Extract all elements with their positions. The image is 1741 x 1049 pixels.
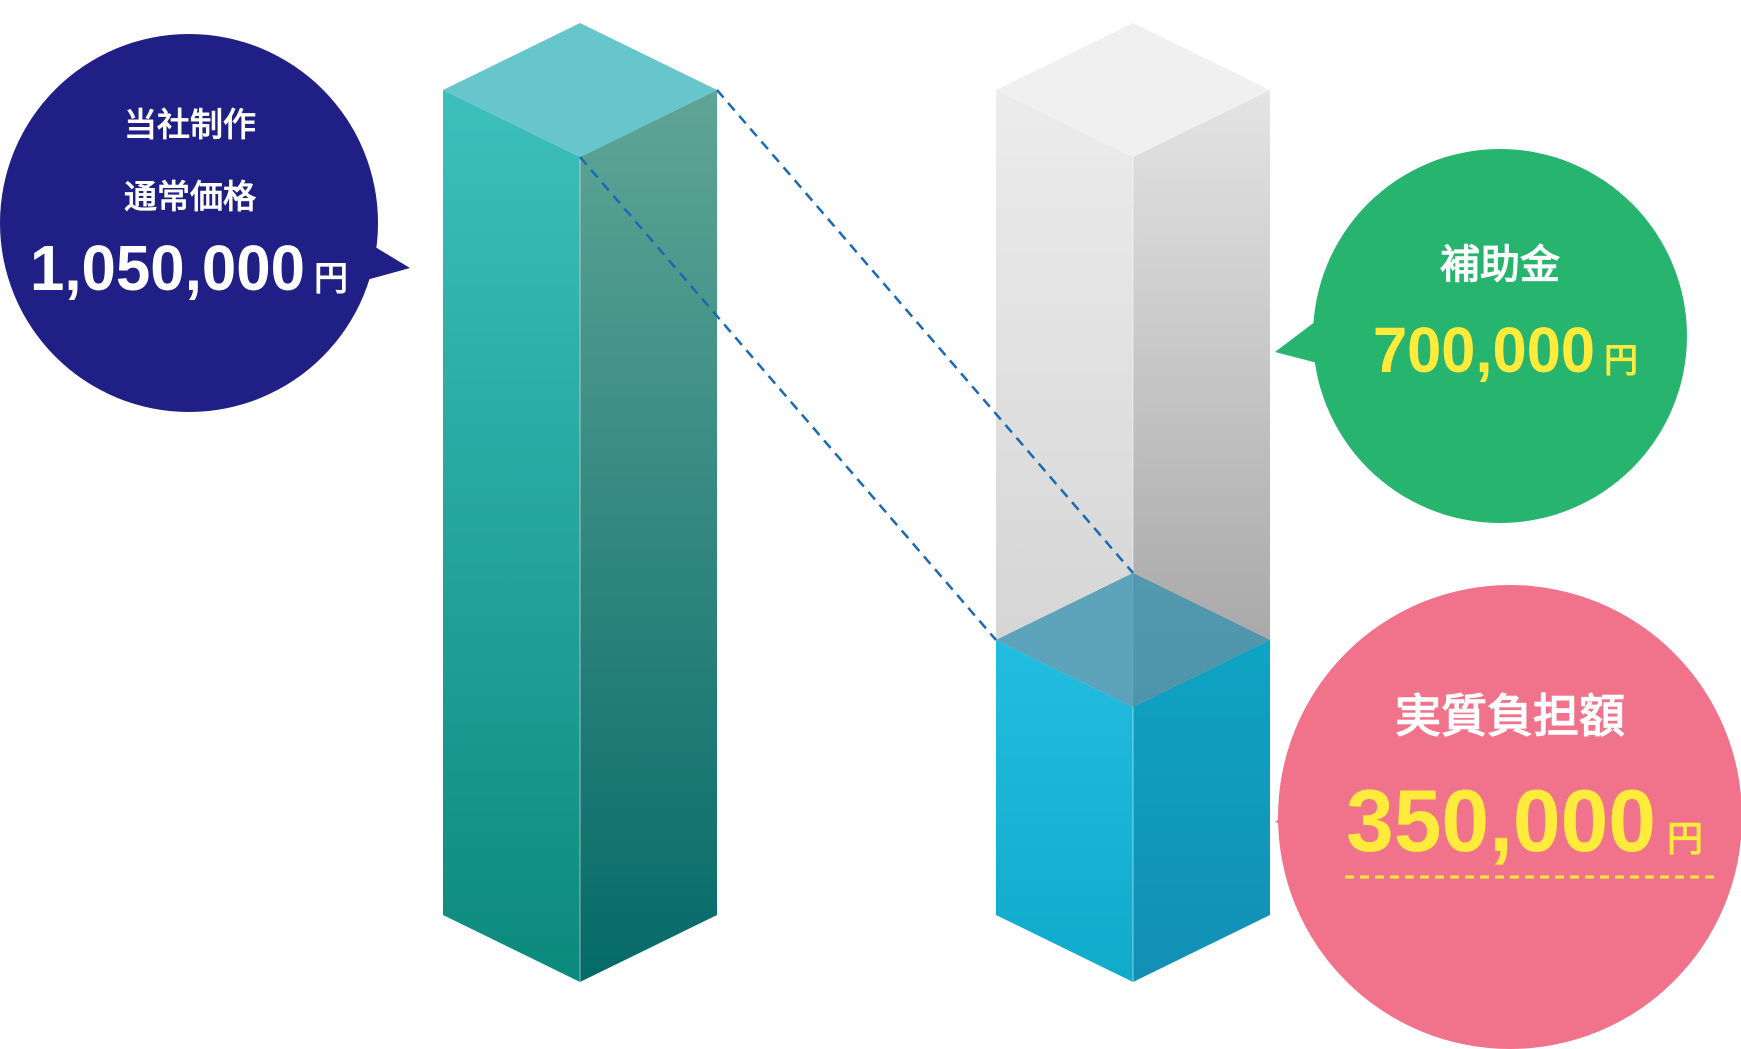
bar-actual-cost-side-face bbox=[1133, 640, 1270, 982]
callout-subsidy-title: 補助金 bbox=[1440, 242, 1561, 288]
callout-regular-unit: 円 bbox=[314, 259, 348, 299]
callout-actual-unit: 円 bbox=[1667, 819, 1703, 860]
bar-subsidy-front-face bbox=[996, 90, 1133, 707]
connector-lines bbox=[579, 89, 1134, 641]
callout-subsidy-amount: 700,000 bbox=[1373, 314, 1595, 386]
callout-subsidy-unit: 円 bbox=[1604, 341, 1638, 381]
callout-actual-amount: 350,000 bbox=[1346, 771, 1656, 870]
callout-regular-amount: 1,050,000 bbox=[30, 232, 305, 304]
bar-regular-price-top-face bbox=[443, 23, 717, 157]
bar-actual-cost-front-face bbox=[996, 640, 1133, 982]
callout-regular-line1: 当社制作 bbox=[124, 105, 256, 144]
bars-group bbox=[443, 23, 1270, 982]
callout-actual-bubble bbox=[1278, 585, 1741, 1049]
callout-subsidy: 補助金 700,000 円 bbox=[1275, 149, 1687, 523]
callout-actual-title: 実質負担額 bbox=[1395, 689, 1625, 743]
connector-line-front bbox=[579, 156, 997, 641]
callout-subsidy-bubble bbox=[1313, 149, 1687, 523]
bar-regular-price-front-face bbox=[443, 90, 580, 982]
bar-subsidy-side-face bbox=[1133, 90, 1270, 707]
connector-line-back bbox=[716, 89, 1134, 574]
bar-subsidy-top-face bbox=[996, 23, 1270, 157]
callout-actual-cost: 実質負担額 350,000 円 bbox=[1275, 585, 1741, 1049]
callout-regular-bubble bbox=[0, 34, 378, 412]
callout-regular-price: 当社制作 通常価格 1,050,000 円 bbox=[0, 34, 410, 412]
callout-subsidy-tail bbox=[1275, 318, 1325, 365]
bar-regular-price-side-face bbox=[580, 90, 717, 982]
bar-actual-cost-top-overlay bbox=[996, 573, 1270, 707]
callout-regular-line2: 通常価格 bbox=[124, 177, 257, 216]
